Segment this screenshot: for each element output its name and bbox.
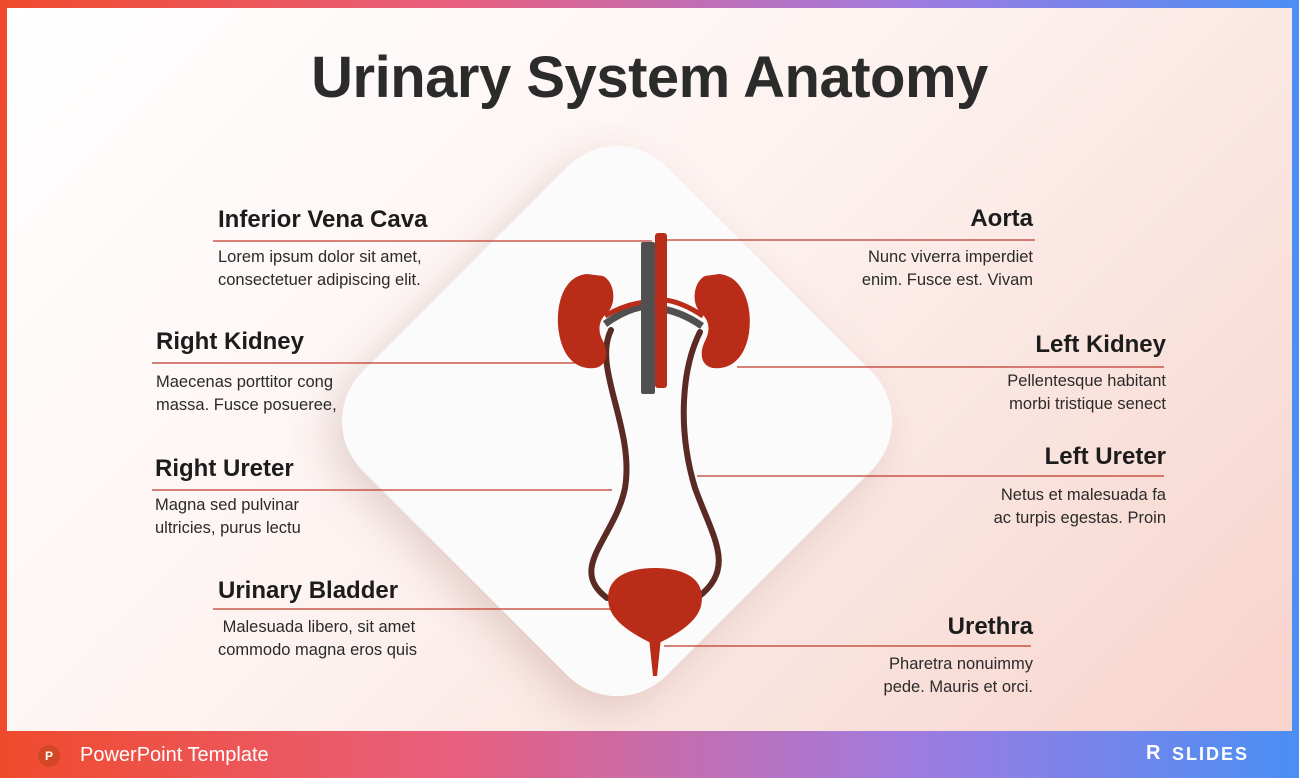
label-text: Pharetra nonuimmy	[889, 655, 1033, 673]
label-text: massa. Fusce posueree,	[156, 396, 337, 414]
label-right-kidney: Right Kidney Maecenas porttitor cong mas…	[156, 328, 337, 417]
brand-logo: R SLIDES	[1146, 742, 1266, 770]
label-text: Netus et malesuada fa	[1000, 486, 1166, 504]
right-kidney	[557, 274, 614, 369]
label-text: Lorem ipsum dolor sit amet,	[218, 248, 422, 266]
label-left-ureter: Left Ureter Netus et malesuada fa ac tur…	[994, 443, 1166, 530]
label-heading: Aorta	[970, 205, 1033, 232]
powerpoint-icon: P	[38, 744, 70, 768]
label-text: Pellentesque habitant	[1007, 372, 1166, 390]
renal-artery-left	[664, 297, 705, 319]
slide: Urinary System Anatomy Inferior Vena Cav…	[7, 8, 1292, 731]
urinary-system-illustration	[152, 233, 1164, 676]
label-heading: Urinary Bladder	[218, 577, 399, 604]
urethra	[649, 638, 661, 676]
label-text: ac turpis egestas. Proin	[993, 509, 1166, 527]
label-heading: Left Kidney	[1035, 331, 1166, 358]
label-heading: Urethra	[947, 613, 1033, 640]
left-ureter	[680, 329, 722, 601]
label-aorta: Aorta Nunc viverra imperdiet enim. Fusce…	[862, 205, 1033, 292]
label-text: Malesuada libero, sit amet	[218, 618, 416, 636]
right-ureter	[588, 327, 630, 601]
label-text: Maecenas porttitor cong	[156, 373, 334, 391]
urinary-bladder	[608, 568, 702, 642]
left-kidney	[694, 274, 750, 369]
brand-prefix: R	[1146, 742, 1161, 764]
footer-template-label: PowerPoint Template	[80, 744, 269, 766]
label-text: ultricies, purus lectu	[155, 519, 301, 537]
label-heading: Right Ureter	[155, 455, 294, 482]
label-text: commodo magna eros quis	[218, 641, 418, 659]
label-heading: Inferior Vena Cava	[218, 206, 428, 233]
label-text: enim. Fusce est. Vivam	[861, 271, 1033, 289]
label-text: Nunc viverra imperdiet	[867, 248, 1033, 266]
label-text: morbi tristique senect	[1009, 395, 1166, 413]
label-right-ureter: Right Ureter Magna sed pulvinar ultricie…	[155, 455, 301, 540]
label-urethra: Urethra Pharetra nonuimmy pede. Mauris e…	[884, 613, 1033, 699]
label-urinary-bladder: Urinary Bladder Malesuada libero, sit am…	[218, 577, 417, 662]
label-left-kidney: Left Kidney Pellentesque habitant morbi …	[1007, 331, 1166, 416]
page-title: Urinary System Anatomy	[311, 45, 988, 110]
label-text: pede. Mauris et orci.	[883, 678, 1033, 696]
label-text: consectetuer adipiscing elit.	[218, 271, 421, 289]
label-heading: Left Ureter	[1044, 443, 1166, 470]
label-inferior-vena-cava: Inferior Vena Cava Lorem ipsum dolor sit…	[218, 206, 427, 292]
label-heading: Right Kidney	[156, 328, 304, 355]
label-text: Magna sed pulvinar	[155, 496, 300, 514]
inferior-vena-cava	[641, 242, 655, 394]
aorta	[655, 233, 667, 388]
brand-name: SLIDES	[1172, 744, 1250, 764]
